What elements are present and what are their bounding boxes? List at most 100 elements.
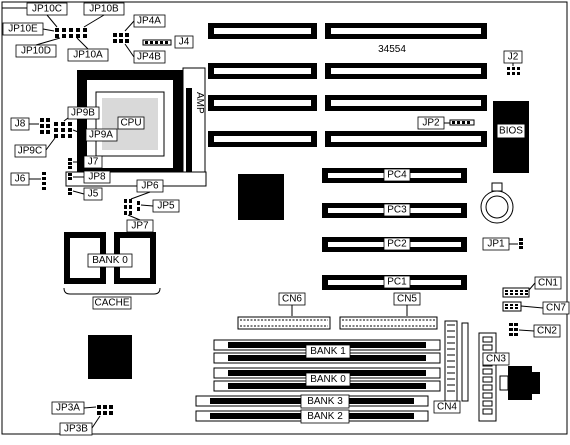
- jp4-jumpers: [113, 33, 129, 43]
- jp8-jumper: [68, 173, 72, 180]
- jp3-jumpers: [97, 405, 113, 415]
- jp6-label: JP6: [136, 179, 164, 193]
- jp10b-label: JP10B: [83, 2, 125, 16]
- board-outline: [1, 1, 568, 435]
- jp9c-label: JP9C: [14, 144, 47, 158]
- svg-text:AMP: AMP: [194, 92, 205, 114]
- bank1-label: BANK 1: [305, 344, 351, 359]
- bank3-label: BANK 3: [300, 394, 350, 409]
- jp5-label: JP5: [152, 199, 180, 213]
- jp10a-label: JP10A: [67, 48, 109, 62]
- svg-text:J4: J4: [179, 37, 190, 48]
- board-number: 34554: [378, 44, 406, 55]
- svg-text:JP1: JP1: [487, 239, 505, 250]
- bios-chip: BIOS: [493, 101, 529, 173]
- svg-text:CN4: CN4: [437, 402, 457, 413]
- j6-label: J6: [10, 172, 30, 186]
- cn7-connector: [502, 301, 522, 312]
- svg-text:CN2: CN2: [537, 326, 557, 337]
- j4-header: [142, 39, 172, 46]
- svg-text:JP3B: JP3B: [64, 424, 88, 435]
- jp3a-label: JP3A: [51, 401, 85, 415]
- svg-text:BANK 1: BANK 1: [310, 346, 346, 357]
- svg-text:JP2: JP2: [422, 118, 440, 129]
- j2-header: [507, 67, 520, 75]
- svg-text:JP5: JP5: [157, 201, 175, 212]
- svg-text:CN6: CN6: [282, 294, 302, 305]
- svg-text:JP3A: JP3A: [56, 403, 80, 414]
- svg-text:BIOS: BIOS: [499, 126, 523, 137]
- jp8-label: JP8: [83, 170, 111, 184]
- bank2-label: BANK 2: [300, 409, 350, 424]
- jp10d-label: JP10D: [15, 44, 57, 58]
- jp2-jumper: [449, 119, 475, 126]
- j8-header: [40, 118, 50, 134]
- jp4a-label: JP4A: [133, 14, 166, 28]
- top-slots: [208, 23, 487, 147]
- jp3b-label: JP3B: [59, 422, 93, 436]
- svg-text:CACHE: CACHE: [94, 298, 129, 309]
- cn4-connector: [444, 320, 469, 402]
- jp9-jumpers: [54, 122, 72, 138]
- cn2-connector: [509, 323, 518, 336]
- svg-text:BANK 0: BANK 0: [92, 255, 128, 266]
- chipset-chip: [238, 174, 284, 220]
- pc4-label: PC4: [383, 168, 411, 182]
- battery: [480, 182, 514, 224]
- j5-header: [68, 188, 72, 195]
- j5-label: J5: [83, 187, 103, 201]
- svg-text:J5: J5: [88, 189, 99, 200]
- bank0-label: BANK 0: [305, 372, 351, 387]
- jp7-label: JP7: [126, 219, 154, 233]
- j8-label: J8: [10, 117, 30, 131]
- svg-text:JP4B: JP4B: [137, 52, 161, 63]
- j7-label: J7: [83, 155, 103, 169]
- svg-text:J8: J8: [15, 119, 26, 130]
- svg-text:J6: J6: [15, 174, 26, 185]
- cn5-connector: [339, 316, 438, 330]
- jp9b-label: JP9B: [67, 106, 100, 120]
- svg-text:J7: J7: [88, 157, 99, 168]
- svg-text:PC1: PC1: [387, 277, 407, 288]
- svg-text:CN1: CN1: [538, 278, 558, 289]
- svg-text:CN5: CN5: [397, 294, 417, 305]
- io-chip: [88, 335, 132, 379]
- svg-text:PC4: PC4: [387, 170, 407, 181]
- svg-text:JP9B: JP9B: [71, 108, 95, 119]
- amp-lever: AMP: [182, 67, 206, 185]
- svg-text:BANK 2: BANK 2: [307, 411, 343, 422]
- svg-text:JP4A: JP4A: [137, 16, 161, 27]
- svg-text:PC3: PC3: [387, 205, 407, 216]
- cn6-label: CN6: [278, 292, 306, 306]
- jp1-label: JP1: [482, 237, 510, 251]
- cn7-label: CN7: [542, 301, 570, 315]
- j7-header: [68, 158, 72, 169]
- cn1-connector: [502, 287, 530, 298]
- jp1-jumper: [519, 238, 523, 249]
- cn4-label: CN4: [433, 400, 461, 414]
- svg-text:JP10E: JP10E: [8, 24, 38, 35]
- svg-text:JP10D: JP10D: [21, 46, 51, 57]
- svg-text:CN3: CN3: [486, 354, 506, 365]
- pci-slots: [322, 168, 467, 290]
- jp6-jp7-jumpers: [124, 199, 140, 215]
- cpu-label: CPU: [117, 116, 145, 130]
- jp2-label: JP2: [417, 116, 445, 130]
- j6-header: [42, 172, 46, 190]
- pc3-label: PC3: [383, 203, 411, 217]
- cn6-connector: [237, 316, 331, 330]
- svg-text:JP10C: JP10C: [32, 4, 62, 15]
- svg-text:JP10B: JP10B: [89, 4, 119, 15]
- cn2-label: CN2: [533, 324, 561, 338]
- cn1-label: CN1: [534, 276, 562, 290]
- svg-text:JP7: JP7: [131, 221, 149, 232]
- svg-text:PC2: PC2: [387, 239, 407, 250]
- svg-text:BANK 0: BANK 0: [310, 374, 346, 385]
- jp10e-label: JP10E: [2, 22, 44, 36]
- pc2-label: PC2: [383, 237, 411, 251]
- cache-label: CACHE: [92, 296, 132, 310]
- svg-text:JP9C: JP9C: [18, 146, 42, 157]
- j2-label: J2: [503, 50, 523, 64]
- pc1-label: PC1: [383, 275, 411, 289]
- svg-text:BANK 3: BANK 3: [307, 396, 343, 407]
